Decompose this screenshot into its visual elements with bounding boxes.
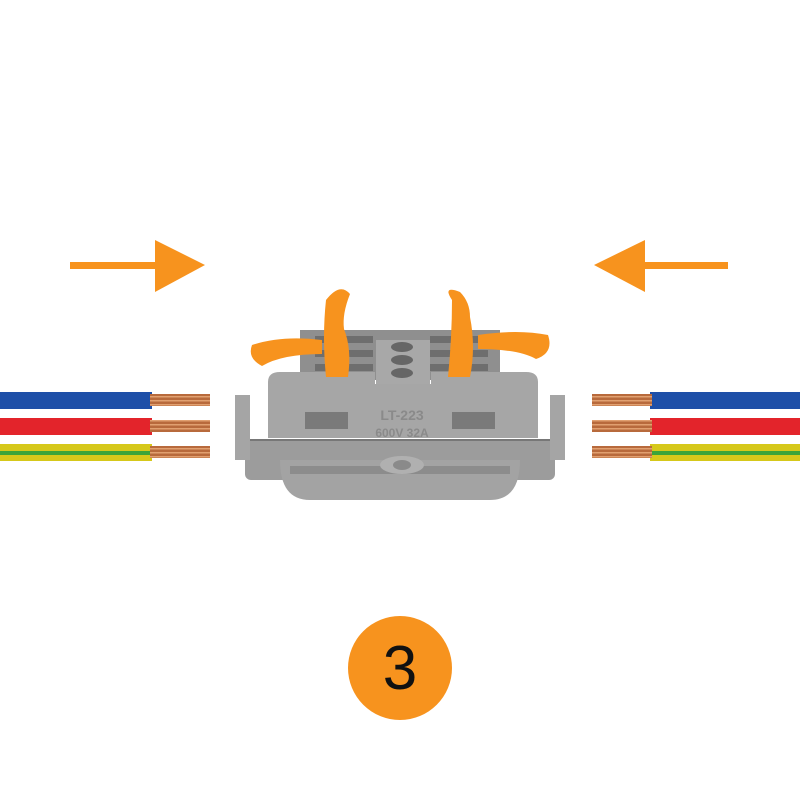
rating-marking: 600V 32A (375, 426, 429, 440)
lever-right (448, 289, 550, 377)
right-wires (592, 392, 800, 461)
arrow-left-icon (594, 240, 728, 292)
model-marking: LT-223 (380, 407, 424, 423)
wire-connector: LT-223 600V 32A (235, 289, 565, 500)
left-wires (0, 392, 210, 461)
step-number-badge: 3 (348, 616, 452, 720)
arrow-right-icon (70, 240, 205, 292)
lever-left (250, 289, 350, 377)
